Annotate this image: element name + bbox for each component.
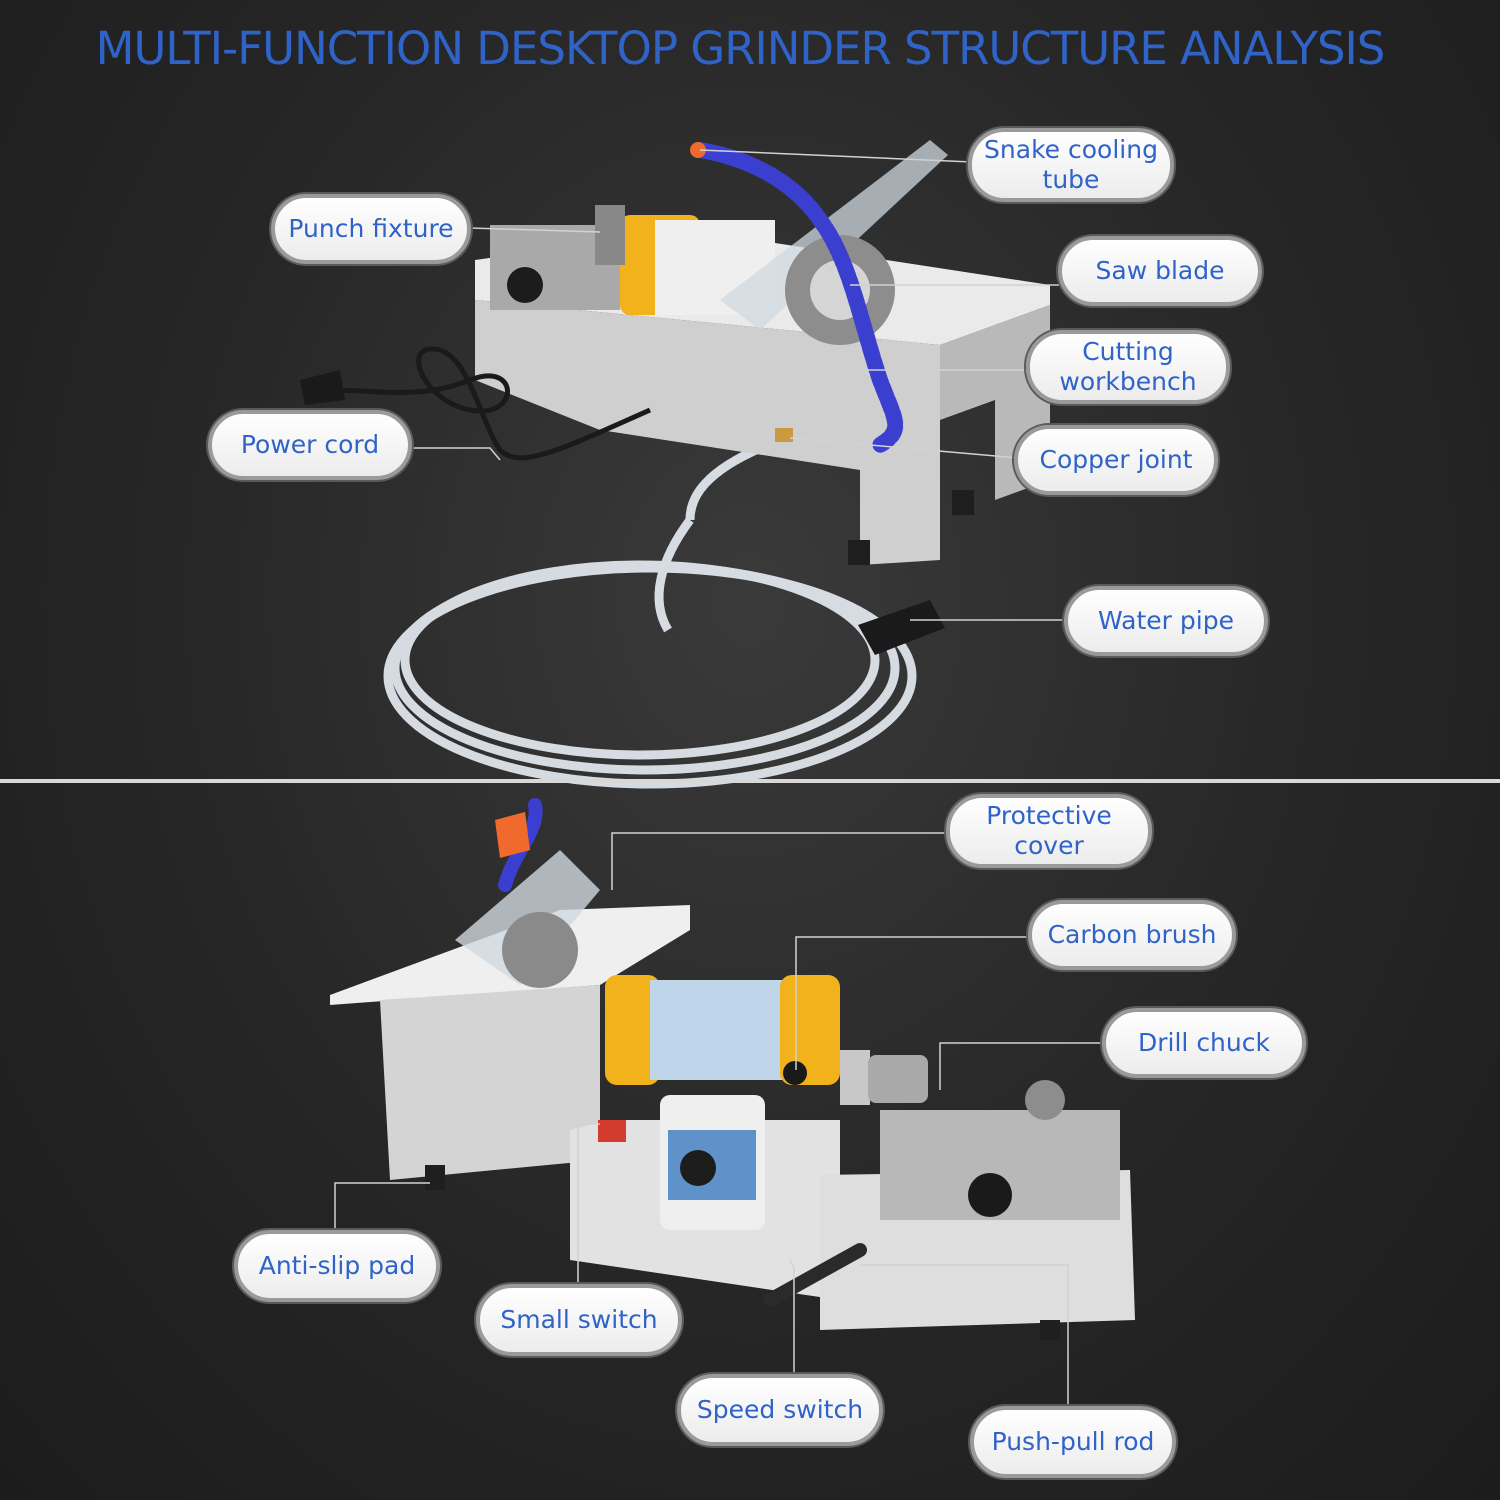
leader-lines (334, 149, 1104, 1410)
label-cutting-workbench: Cutting workbench (1026, 330, 1230, 404)
section-divider (0, 779, 1500, 783)
bottom-drill-chuck (868, 1055, 928, 1103)
top-machine-illustration (300, 140, 1050, 789)
bottom-small-switch (598, 1120, 626, 1142)
bottom-motor-end-left (605, 975, 660, 1085)
label-protective-cover: Protective cover (946, 794, 1152, 868)
top-power-plug (300, 370, 345, 405)
water-pipe-coil (383, 435, 917, 789)
top-base-front (475, 300, 940, 565)
label-small-switch: Small switch (476, 1284, 682, 1356)
bottom-saw-table-front (380, 985, 600, 1180)
label-push-pull-rod: Push-pull rod (970, 1406, 1176, 1478)
label-copper-joint: Copper joint (1014, 425, 1218, 495)
label-carbon-brush: Carbon brush (1028, 900, 1236, 970)
label-anti-slip-pad: Anti-slip pad (234, 1230, 440, 1302)
label-saw-blade: Saw blade (1058, 236, 1262, 306)
label-speed-switch: Speed switch (677, 1374, 883, 1446)
water-pipe-fitting (858, 600, 945, 655)
bottom-push-pull-handle (763, 1243, 867, 1307)
label-drill-chuck: Drill chuck (1102, 1008, 1306, 1078)
bottom-speed-knob (680, 1150, 716, 1186)
bottom-carbon-brush-cap (783, 1061, 807, 1085)
bottom-machine-illustration (330, 798, 1135, 1340)
label-power-cord: Power cord (208, 410, 412, 480)
bottom-saw-blade (502, 912, 578, 988)
bottom-motor-end-right (780, 975, 840, 1085)
top-snake-cooling-tube (692, 142, 904, 453)
label-punch-fixture: Punch fixture (271, 194, 471, 264)
label-water-pipe: Water pipe (1064, 586, 1268, 656)
page-title: MULTI-FUNCTION DESKTOP GRINDER STRUCTURE… (95, 22, 1386, 75)
top-copper-joint (775, 428, 793, 442)
label-snake-cooling-tube: Snake cooling tube (968, 128, 1174, 202)
top-power-cord (329, 346, 652, 461)
